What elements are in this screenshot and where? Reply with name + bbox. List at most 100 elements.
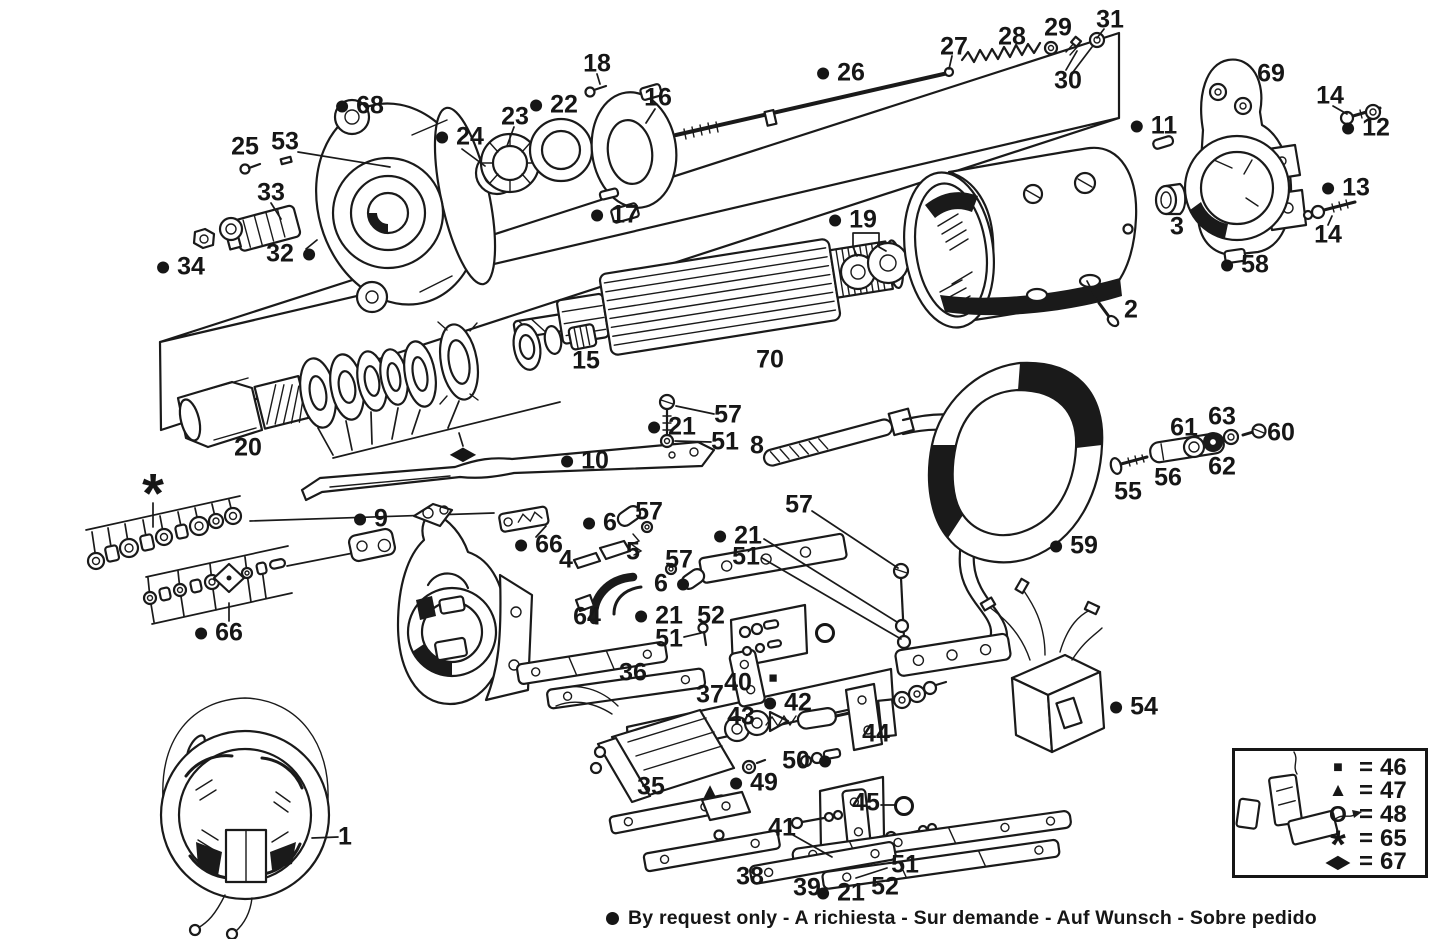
by-request-dot-icon [515,539,528,551]
legend-symbol-icon: ▲ [1328,780,1348,802]
part-label-20-28: 20 [234,433,262,462]
part-washer-12 [1364,103,1382,121]
part-label-13-23: 13 [1322,175,1370,201]
part-washers-19 [839,241,910,291]
part-plunger-43 [723,709,790,743]
part-label-18-9: 18 [583,49,611,78]
part-label-25-1: 25 [231,132,259,161]
legend-symbol-icon: * [1330,823,1346,868]
by-request-dot-icon [730,777,743,789]
part-label-66-33: 66 [515,532,563,558]
part-nut-34 [192,227,216,250]
part-label-64-44: 64 [573,602,601,631]
part-terminal-stud-8 [698,407,1012,677]
part-bracket-16 [590,83,678,224]
by-request-dot-icon [436,131,449,143]
part-band-59 [927,361,1104,564]
part-label-66-32: 66 [195,620,243,646]
part-label-32-5: 32 [266,241,315,267]
part-label-70-30: 70 [756,345,784,374]
part-label-57-45: 57 [665,545,693,574]
legend-equals: = [1358,753,1373,781]
part-screw-25 [239,162,262,175]
legend-value: 65 [1380,824,1407,852]
part-strap-36 [515,641,669,685]
part-screw-57-upper [658,393,676,449]
part-bushing-3 [1154,182,1187,216]
part-label-53-2: 53 [271,127,299,156]
by-request-dot-icon [1221,259,1234,271]
by-request-dot-icon [1130,120,1143,132]
part-label-23-7: 23 [501,102,529,131]
legend-value: 47 [1380,777,1407,805]
part-washer-63 [1222,428,1240,446]
part-label-11-22: 11 [1130,113,1177,139]
part-clip-30 [1065,35,1083,56]
part-strap-40 [728,648,766,708]
part-screw-18 [584,84,608,98]
part-label-21-49: 21 [635,603,683,629]
part-label-41-69: 41 [768,813,796,842]
part-label-21-74: 21 [817,880,865,906]
by-request-dot-icon [648,421,661,433]
part-label-14-24: 14 [1314,220,1342,249]
legend-row-46: ■=46 [1324,753,1416,781]
footer-note: By request only - A richiesta - Sur dema… [606,907,1317,930]
legend-symbol-icon: ■ [1333,758,1343,776]
by-request-dot-icon [1322,182,1335,194]
by-request-dot-icon [1050,540,1063,552]
part-label-12-21: 12 [1342,115,1390,141]
part-nut-61 [1182,435,1206,459]
part-label-58-26: 58 [1221,252,1269,278]
part-drive-housing-68 [315,98,497,314]
part-end-bracket-69 [1183,58,1308,265]
footer-bullet-icon [606,912,619,925]
part-label-28-15: 28 [998,22,1026,51]
part-label-27-14: 27 [940,32,968,61]
part-label-26-12: 26 [817,60,865,86]
part-ring-31 [1088,31,1106,49]
leader-lines [152,28,1348,879]
by-request-dot-icon [195,627,208,639]
part-label-2-27: 2 [1124,295,1138,324]
part-plate-9 [347,527,397,563]
part-solenoid-35 [555,685,736,804]
by-request-dot-icon [817,887,830,899]
by-request-dot-icon [561,455,574,467]
part-label-36-59: 36 [619,658,647,687]
part-label-38-70: 38 [736,862,764,891]
part-label-30-18: 30 [1054,66,1082,95]
by-request-dot-icon [591,209,604,221]
part-label-51-51: 51 [655,624,683,653]
part-brush-hardware [572,505,706,625]
part-label-52-73: 52 [871,872,899,901]
part-screw-2 [1097,301,1120,328]
part-spring-28 [960,41,1042,64]
part-grommet-row-asterisk [85,495,243,571]
part-label-29-16: 29 [1044,13,1072,42]
part-label-63-52: 63 [1208,402,1236,431]
part-armature-70 [512,238,904,356]
part-label-57-41: 57 [635,497,663,526]
part-label-17-11: 17 [591,202,639,228]
callout-circle-icon [815,623,835,643]
by-request-dot-icon [530,99,543,111]
legend-value: 48 [1380,800,1407,828]
part-label-34-6: 34 [157,254,205,280]
part-brushplate-group [608,790,781,873]
callout-asterisk-icon: * [142,461,164,525]
part-label-45-68: 45 [852,788,880,817]
callout-square-icon: ■ [768,669,778,687]
by-request-dot-icon [635,610,648,622]
part-label-4-43: 4 [559,545,573,574]
part-label-49-67: 49 [730,770,778,796]
part-label-54-75: 54 [1110,694,1158,720]
by-request-dot-icon [829,214,842,226]
part-washers-15 [512,323,598,371]
part-label-44-64: 44 [862,719,890,748]
part-label-19-13: 19 [829,207,877,233]
by-request-dot-icon [676,578,689,590]
